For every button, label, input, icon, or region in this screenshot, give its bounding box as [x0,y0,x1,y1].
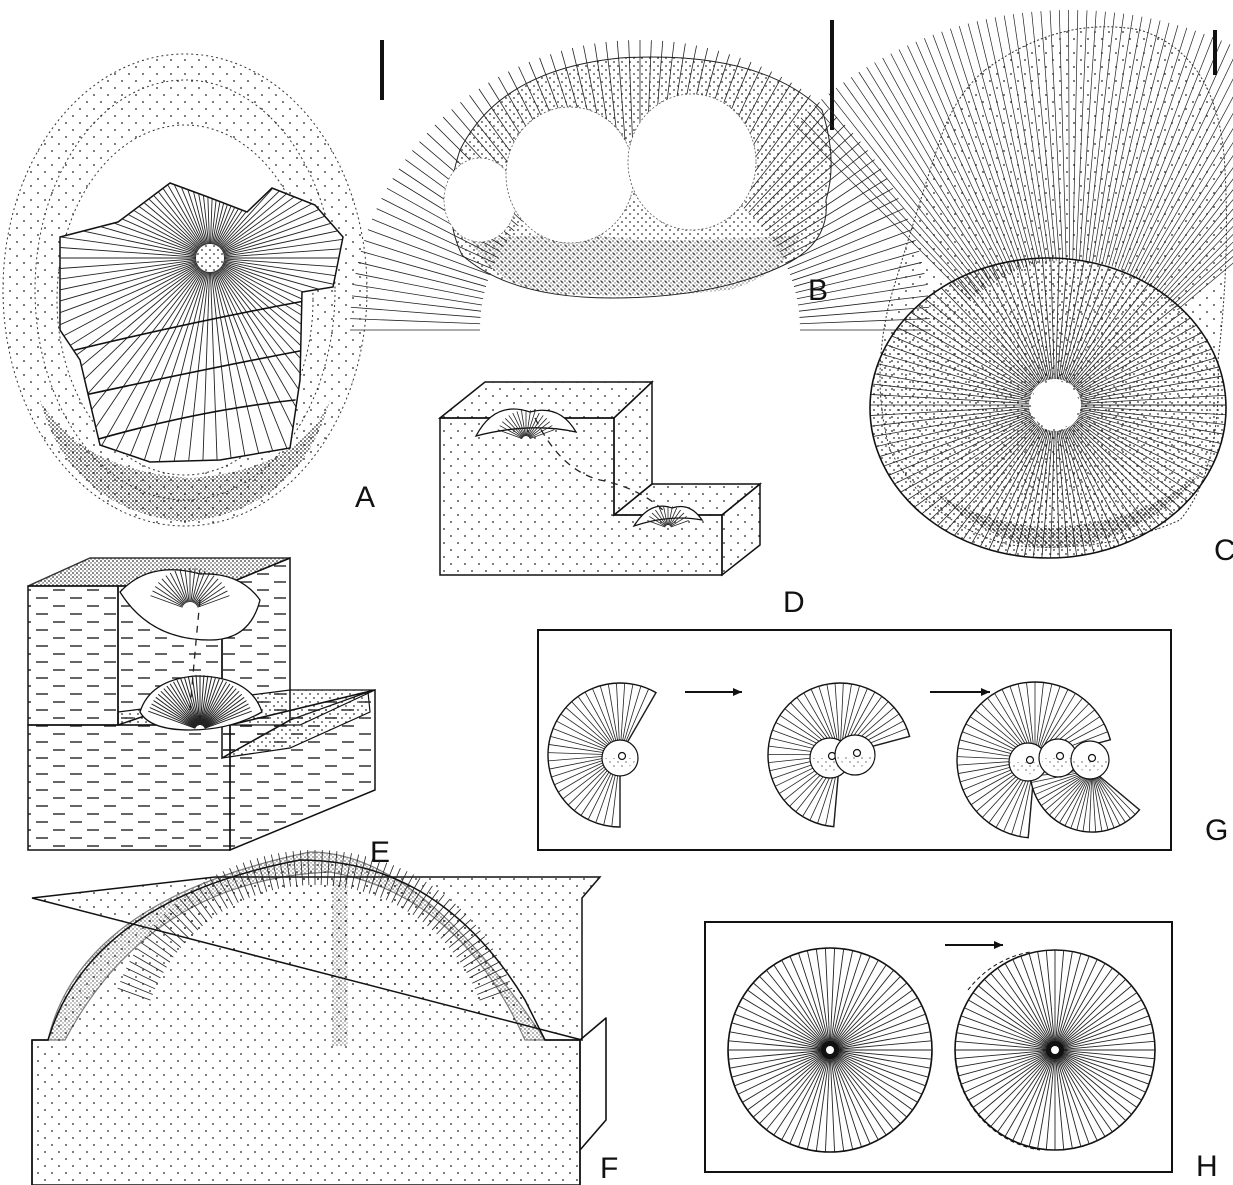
panel-g-stage-2 [768,683,910,827]
panel-b-chamber-right [628,94,756,230]
panel-label-e: E [370,836,390,869]
panel-label-b: B [808,274,828,307]
panel-g-arrow-2 [930,688,990,696]
panel-label-g: G [1205,814,1228,847]
panel-e-front-upper [28,586,118,725]
panel-label-a: A [355,481,375,514]
panel-g-stage-3 [957,682,1139,838]
panel-d: D [440,382,805,619]
panel-f: F [32,850,618,1185]
panel-label-f: F [600,1152,618,1185]
panel-f-tube [332,880,348,1046]
panel-b-chamber-middle [506,107,634,243]
panel-label-c: C [1214,534,1233,567]
panel-e: E [28,558,390,869]
panel-h: H [705,922,1218,1183]
panel-g-stage-1 [548,683,656,827]
panel-label-d: D [783,586,805,619]
panel-a: A [0,0,470,526]
panel-c: C [794,10,1233,605]
panel-g-arrow-1 [685,688,742,696]
panel-e-front [28,725,230,850]
scale-bar-c [1213,30,1217,75]
panel-f-right-edge [580,1018,606,1150]
panel-label-h: H [1196,1150,1218,1183]
panel-h-disc-left [728,948,932,1152]
panel-h-arrow [945,941,1003,949]
panel-a-center-nucleus [196,244,224,272]
panel-b-chamber-left [444,158,516,242]
panel-h-disc-right [955,950,1155,1150]
scale-bar-a [380,40,384,100]
panel-c-center [1031,381,1079,429]
panel-g: G [538,630,1228,850]
panel-b: B [350,20,930,330]
